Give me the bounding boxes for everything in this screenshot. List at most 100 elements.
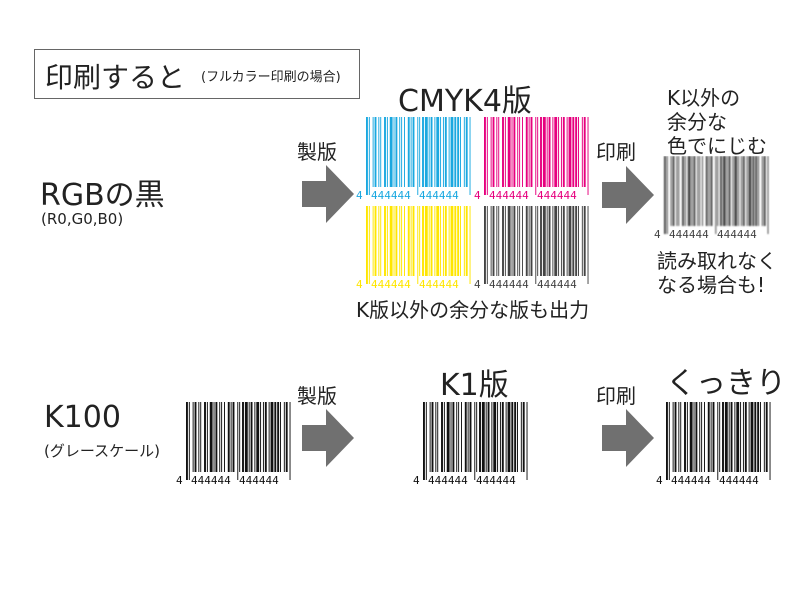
barcode-bar (380, 117, 382, 187)
barcode-bar (490, 117, 492, 187)
barcode-bar (384, 117, 386, 187)
barcode-bar (560, 206, 562, 276)
barcode-bar (528, 206, 530, 276)
barcode-bar (717, 156, 719, 226)
barcode-bar (244, 402, 248, 472)
barcode-bar (680, 402, 682, 472)
barcode-bar (237, 402, 239, 480)
barcode-bar (758, 156, 759, 226)
barcode-bar (583, 117, 586, 187)
barcode-bar (443, 402, 445, 472)
barcode-bar (232, 402, 235, 472)
barcode-digits: 4 (176, 474, 183, 486)
barcode-bar (425, 402, 427, 480)
barcode-bar (457, 117, 460, 187)
k100-print-arrow-icon (602, 409, 654, 467)
barcode-bar (192, 402, 194, 472)
barcode-bar (517, 206, 519, 276)
barcode-bar (277, 402, 280, 472)
barcode-bar (742, 402, 744, 472)
barcode-bar (548, 117, 551, 187)
barcode-bar (476, 402, 478, 472)
barcode-bar (672, 402, 674, 472)
barcode-bar (734, 402, 736, 472)
barcode-bar (424, 206, 428, 276)
barcode-digits: 4 (356, 189, 363, 201)
barcode-bar (431, 402, 434, 472)
barcode-bar (204, 402, 206, 472)
barcode-bar (248, 402, 250, 472)
barcode-digits: 444444 (537, 278, 577, 290)
barcode-bar (448, 206, 450, 276)
barcode-bar (194, 402, 197, 472)
barcode-bar (446, 402, 450, 472)
barcode-bar (728, 402, 730, 472)
barcode-bar (242, 402, 244, 472)
barcode-bar (750, 402, 754, 472)
barcode-bar (664, 156, 666, 234)
barcode-bar (715, 156, 717, 234)
k100-print-label: 印刷 (596, 384, 636, 408)
barcode-bar (581, 117, 583, 187)
barcode-bar (206, 402, 208, 472)
barcode-bar (507, 117, 511, 187)
barcode-bar (481, 402, 485, 472)
barcode-bar (558, 117, 560, 187)
barcode-bar (437, 402, 439, 472)
title-sub: (フルカラー印刷の場合) (201, 70, 341, 85)
barcode-digits: 4 (413, 474, 420, 486)
rgb-subheading: (R0,G0,B0) (41, 210, 124, 228)
barcode-bar (410, 117, 412, 187)
barcode-bar (575, 117, 578, 187)
barcode-bar (526, 402, 528, 480)
barcode-bar (748, 156, 752, 226)
barcode-bar (511, 206, 513, 276)
barcode-bar (372, 117, 374, 187)
barcode-bar (393, 206, 395, 276)
barcode-bar (670, 156, 672, 226)
barcode-bar (697, 156, 699, 226)
arrow-shape (602, 409, 654, 467)
barcode-bar (517, 402, 518, 472)
barcode-bar (404, 206, 405, 276)
barcode-bar (285, 402, 288, 472)
barcode-bar (422, 206, 424, 276)
barcode-bar (514, 402, 517, 472)
barcode-bar (763, 156, 766, 226)
barcode-bar (430, 206, 433, 276)
barcode-bar (678, 402, 680, 472)
barcode-bar (666, 402, 668, 480)
barcode-bar (740, 156, 742, 226)
barcode-bar (511, 402, 514, 472)
barcode-bar (520, 402, 522, 472)
barcode-bar (458, 402, 460, 472)
barcode-bar (419, 206, 421, 276)
barcode-bar (490, 206, 492, 276)
barcode-bar (430, 117, 433, 187)
barcode-bar (693, 402, 695, 472)
barcode-bar (260, 402, 262, 472)
barcode-bar (188, 402, 190, 480)
barcode-bar (442, 117, 444, 187)
title-box: 印刷すると (フルカラー印刷の場合) (34, 49, 360, 99)
barcode-bar (465, 117, 468, 187)
barcode-bar (412, 206, 415, 276)
k100-process-arrow-icon (302, 409, 354, 467)
barcode-bar (689, 402, 693, 472)
rgb-heading: RGBの黒 (40, 178, 165, 213)
barcode-bar (452, 402, 455, 472)
barcode-bar (728, 156, 731, 226)
barcode-bar (684, 156, 686, 226)
barcode-bar (540, 117, 542, 187)
barcode-bar (262, 402, 264, 472)
barcode-bar (522, 206, 523, 276)
barcode-digits: 4 (654, 228, 661, 240)
barcode-bar (587, 206, 589, 284)
barcode-bar (566, 117, 568, 187)
barcode-bar (760, 402, 761, 472)
barcode-bar (492, 117, 495, 187)
